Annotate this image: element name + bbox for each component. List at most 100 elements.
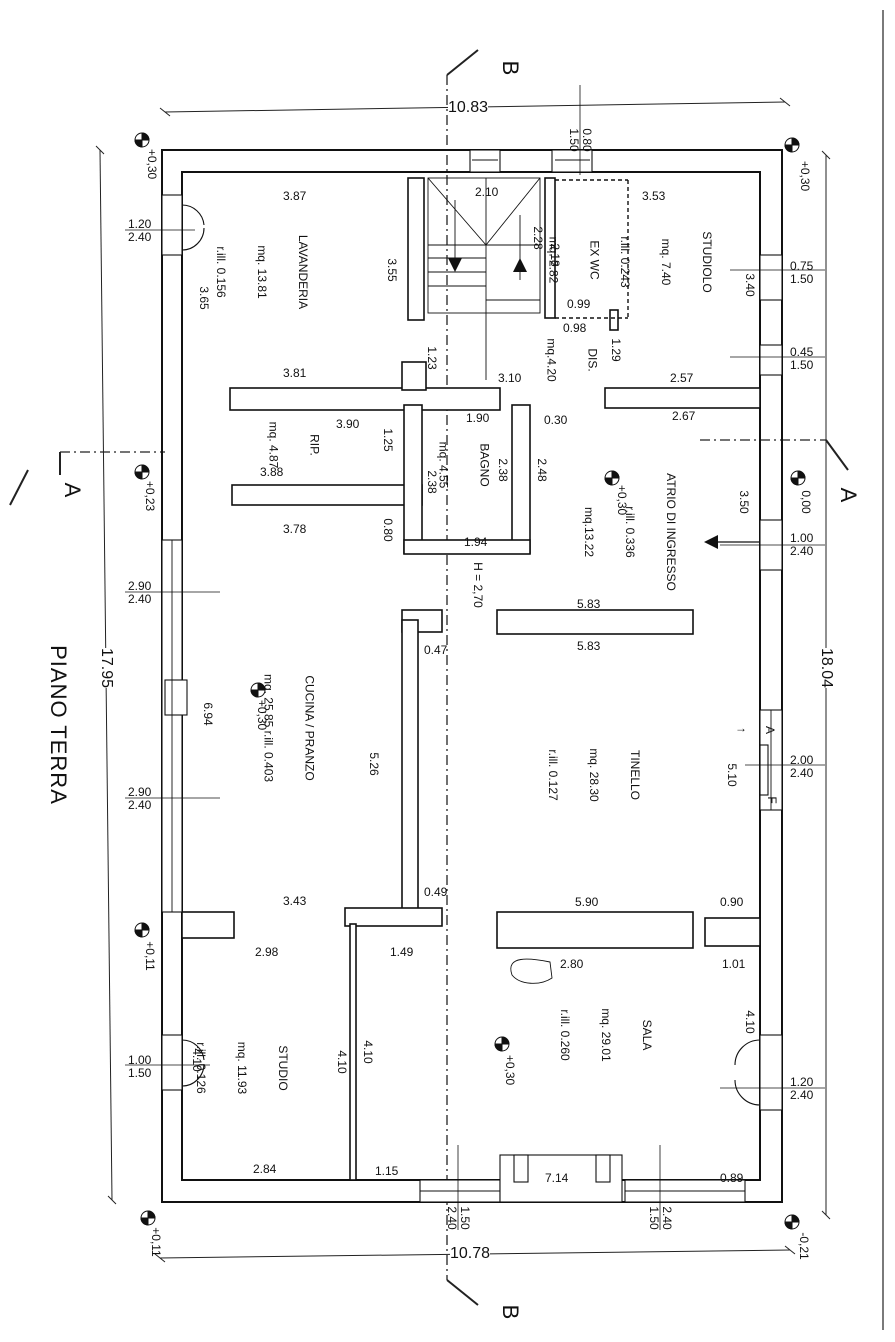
staircase xyxy=(427,177,541,380)
dim-dis-w: 0.98 xyxy=(563,321,587,335)
window-dim-right-2-h: 1.50 xyxy=(790,358,814,373)
window-dim-right-3-w: 1.00 xyxy=(790,531,814,545)
level-value-sala: +0,30 xyxy=(503,1054,517,1086)
dim-studio-bottom: 2.84 xyxy=(253,1162,277,1176)
room-bagno-name: BAGNO xyxy=(477,443,492,487)
dim-sala-b3: 0.89 xyxy=(720,1171,744,1185)
window-dim-left-2-h: 2.40 xyxy=(128,592,152,607)
dim-tinello-side: 5.10 xyxy=(725,763,739,787)
stair-arrows xyxy=(448,258,527,272)
room-rip-area: mq. 4.87 xyxy=(266,421,281,469)
window-dim-left-4-w: 1.00 xyxy=(128,1053,152,1067)
overall-dim-right: 18.04 xyxy=(818,647,835,689)
level-marker-tr xyxy=(784,137,800,153)
dim-lav-top: 3.87 xyxy=(283,189,307,203)
room-cucina-ratio: r.ill. 0.403 xyxy=(261,730,276,783)
dim-tinello-r: 0.90 xyxy=(720,895,744,909)
level-value-br: -0,21 xyxy=(797,1232,811,1260)
level-value-tl: +0,30 xyxy=(145,148,159,180)
entrance-arrow xyxy=(704,535,760,549)
window-dim-left-1-h: 2.40 xyxy=(128,230,152,245)
level-value-mr: 0,00 xyxy=(799,490,813,514)
room-lavanderia-area: mq. 13.81 xyxy=(255,245,269,299)
dim-bagno-r2: 2.48 xyxy=(535,458,549,482)
section-label-top: B xyxy=(498,60,523,76)
dim-sala-b1: 1.15 xyxy=(375,1164,399,1178)
room-exwc-name: EX WC xyxy=(587,240,602,280)
room-atrio-area: mq.13.22 xyxy=(581,506,596,558)
level-value-cucina: +0,30 xyxy=(255,699,269,731)
room-lavanderia-ratio: r.ill. 0.156 xyxy=(213,246,228,298)
window-dim-bottom-1-h: 2.40 xyxy=(445,1206,459,1230)
dim-bagno-r: 2.38 xyxy=(496,458,510,482)
interior-walls xyxy=(181,177,761,1181)
room-sala: SALA mq. 29.01 r.ill. 0.260 xyxy=(543,1008,681,1061)
window-dim-top-1-w: 0.80 xyxy=(580,128,595,152)
dim-cucina-bottom: 3.43 xyxy=(283,894,307,908)
dim-bagno-gap: 0.30 xyxy=(544,413,568,427)
door-mark-a: A xyxy=(763,725,777,735)
overall-dim-bottom: 10.78 xyxy=(450,1245,491,1262)
dim-studio-w1: 4.10 xyxy=(190,1048,204,1072)
level-marker-cucina xyxy=(250,682,266,698)
dim-atrio-top: 2.67 xyxy=(672,409,696,423)
dim-bagno-l: 2.38 xyxy=(425,470,439,494)
window-dimension-leaders xyxy=(125,85,825,1230)
dim-cucina-wall: 0.80 xyxy=(381,518,395,542)
window-dim-right-5-w: 1.20 xyxy=(790,1075,814,1089)
room-rip-name: RIP. xyxy=(307,434,322,456)
dim-rip-d: 1.25 xyxy=(381,428,395,452)
window-dim-left-4-h: 1.50 xyxy=(128,1066,152,1081)
overall-dim-top: 10.83 xyxy=(448,99,489,116)
height-note: H = 2,70 xyxy=(471,562,485,608)
room-rip: RIP. mq. 4.87 xyxy=(252,422,349,469)
dim-dis-side: 1.23 xyxy=(425,346,439,370)
window-dim-right-1-h: 1.50 xyxy=(790,272,814,287)
window-dim-left-1-w: 1.20 xyxy=(128,217,152,231)
room-tinello-area: mq. 28.30 xyxy=(587,748,601,802)
window-dim-top-1-h: 1.50 xyxy=(567,128,581,152)
room-dis-area: mq.4.20 xyxy=(544,338,559,382)
level-marker-ml xyxy=(134,464,150,480)
window-dim-bottom-1-w: 1.50 xyxy=(458,1206,473,1230)
room-studiolo-ratio: r.ill. 0.243 xyxy=(617,236,632,288)
dim-lav-depth: 3.55 xyxy=(385,258,399,282)
dim-rip-bottom: 3.88 xyxy=(260,465,284,479)
dim-sala-p: 1.49 xyxy=(390,945,414,959)
window-dim-right-1-w: 0.75 xyxy=(790,259,814,273)
room-studio-area: mq. 11.93 xyxy=(235,1041,249,1095)
arrow-mark: → xyxy=(735,721,747,735)
window-dim-right-4-w: 2.00 xyxy=(790,753,814,767)
dim-tinello-top2: 5.83 xyxy=(577,639,601,653)
dim-cucina-top: 3.78 xyxy=(283,522,307,536)
room-tinello-name: TINELLO xyxy=(628,749,643,800)
room-studiolo-name: STUDIOLO xyxy=(700,231,715,293)
dim-studio-w2: 4.10 xyxy=(335,1050,349,1074)
room-tinello-ratio: r.ill. 0.127 xyxy=(545,749,560,801)
room-lavanderia: LAVANDERIA mq. 13.81 r.ill. 0.156 xyxy=(199,235,337,309)
room-studiolo: STUDIOLO mq. 7.40 r.ill. 0.243 xyxy=(603,231,741,292)
room-sala-area: mq. 29.01 xyxy=(599,1008,613,1062)
window-dim-bottom-2-h: 1.50 xyxy=(647,1206,661,1230)
dim-stair: 2.10 xyxy=(475,185,499,199)
section-label-bottom: B xyxy=(498,1304,523,1320)
dim-studiolo-side: 3.40 xyxy=(743,273,757,297)
level-value-tr: +0,30 xyxy=(798,160,812,192)
room-studiolo-area: mq. 7.40 xyxy=(659,238,673,286)
level-value-bl2: +0,11 xyxy=(149,1227,163,1257)
dim-tinello-p1: 0.47 xyxy=(424,643,448,657)
window-dim-right-5-h: 2.40 xyxy=(790,1088,814,1103)
room-tinello: TINELLO mq. 28.30 r.ill. 0.127 xyxy=(531,748,669,801)
window-dim-bottom-2-w: 2.40 xyxy=(660,1206,675,1230)
room-sala-name: SALA xyxy=(640,1019,655,1051)
dim-cucina-depth: 5.26 xyxy=(367,752,381,776)
dim-cucina-side: 6.94 xyxy=(201,702,215,726)
